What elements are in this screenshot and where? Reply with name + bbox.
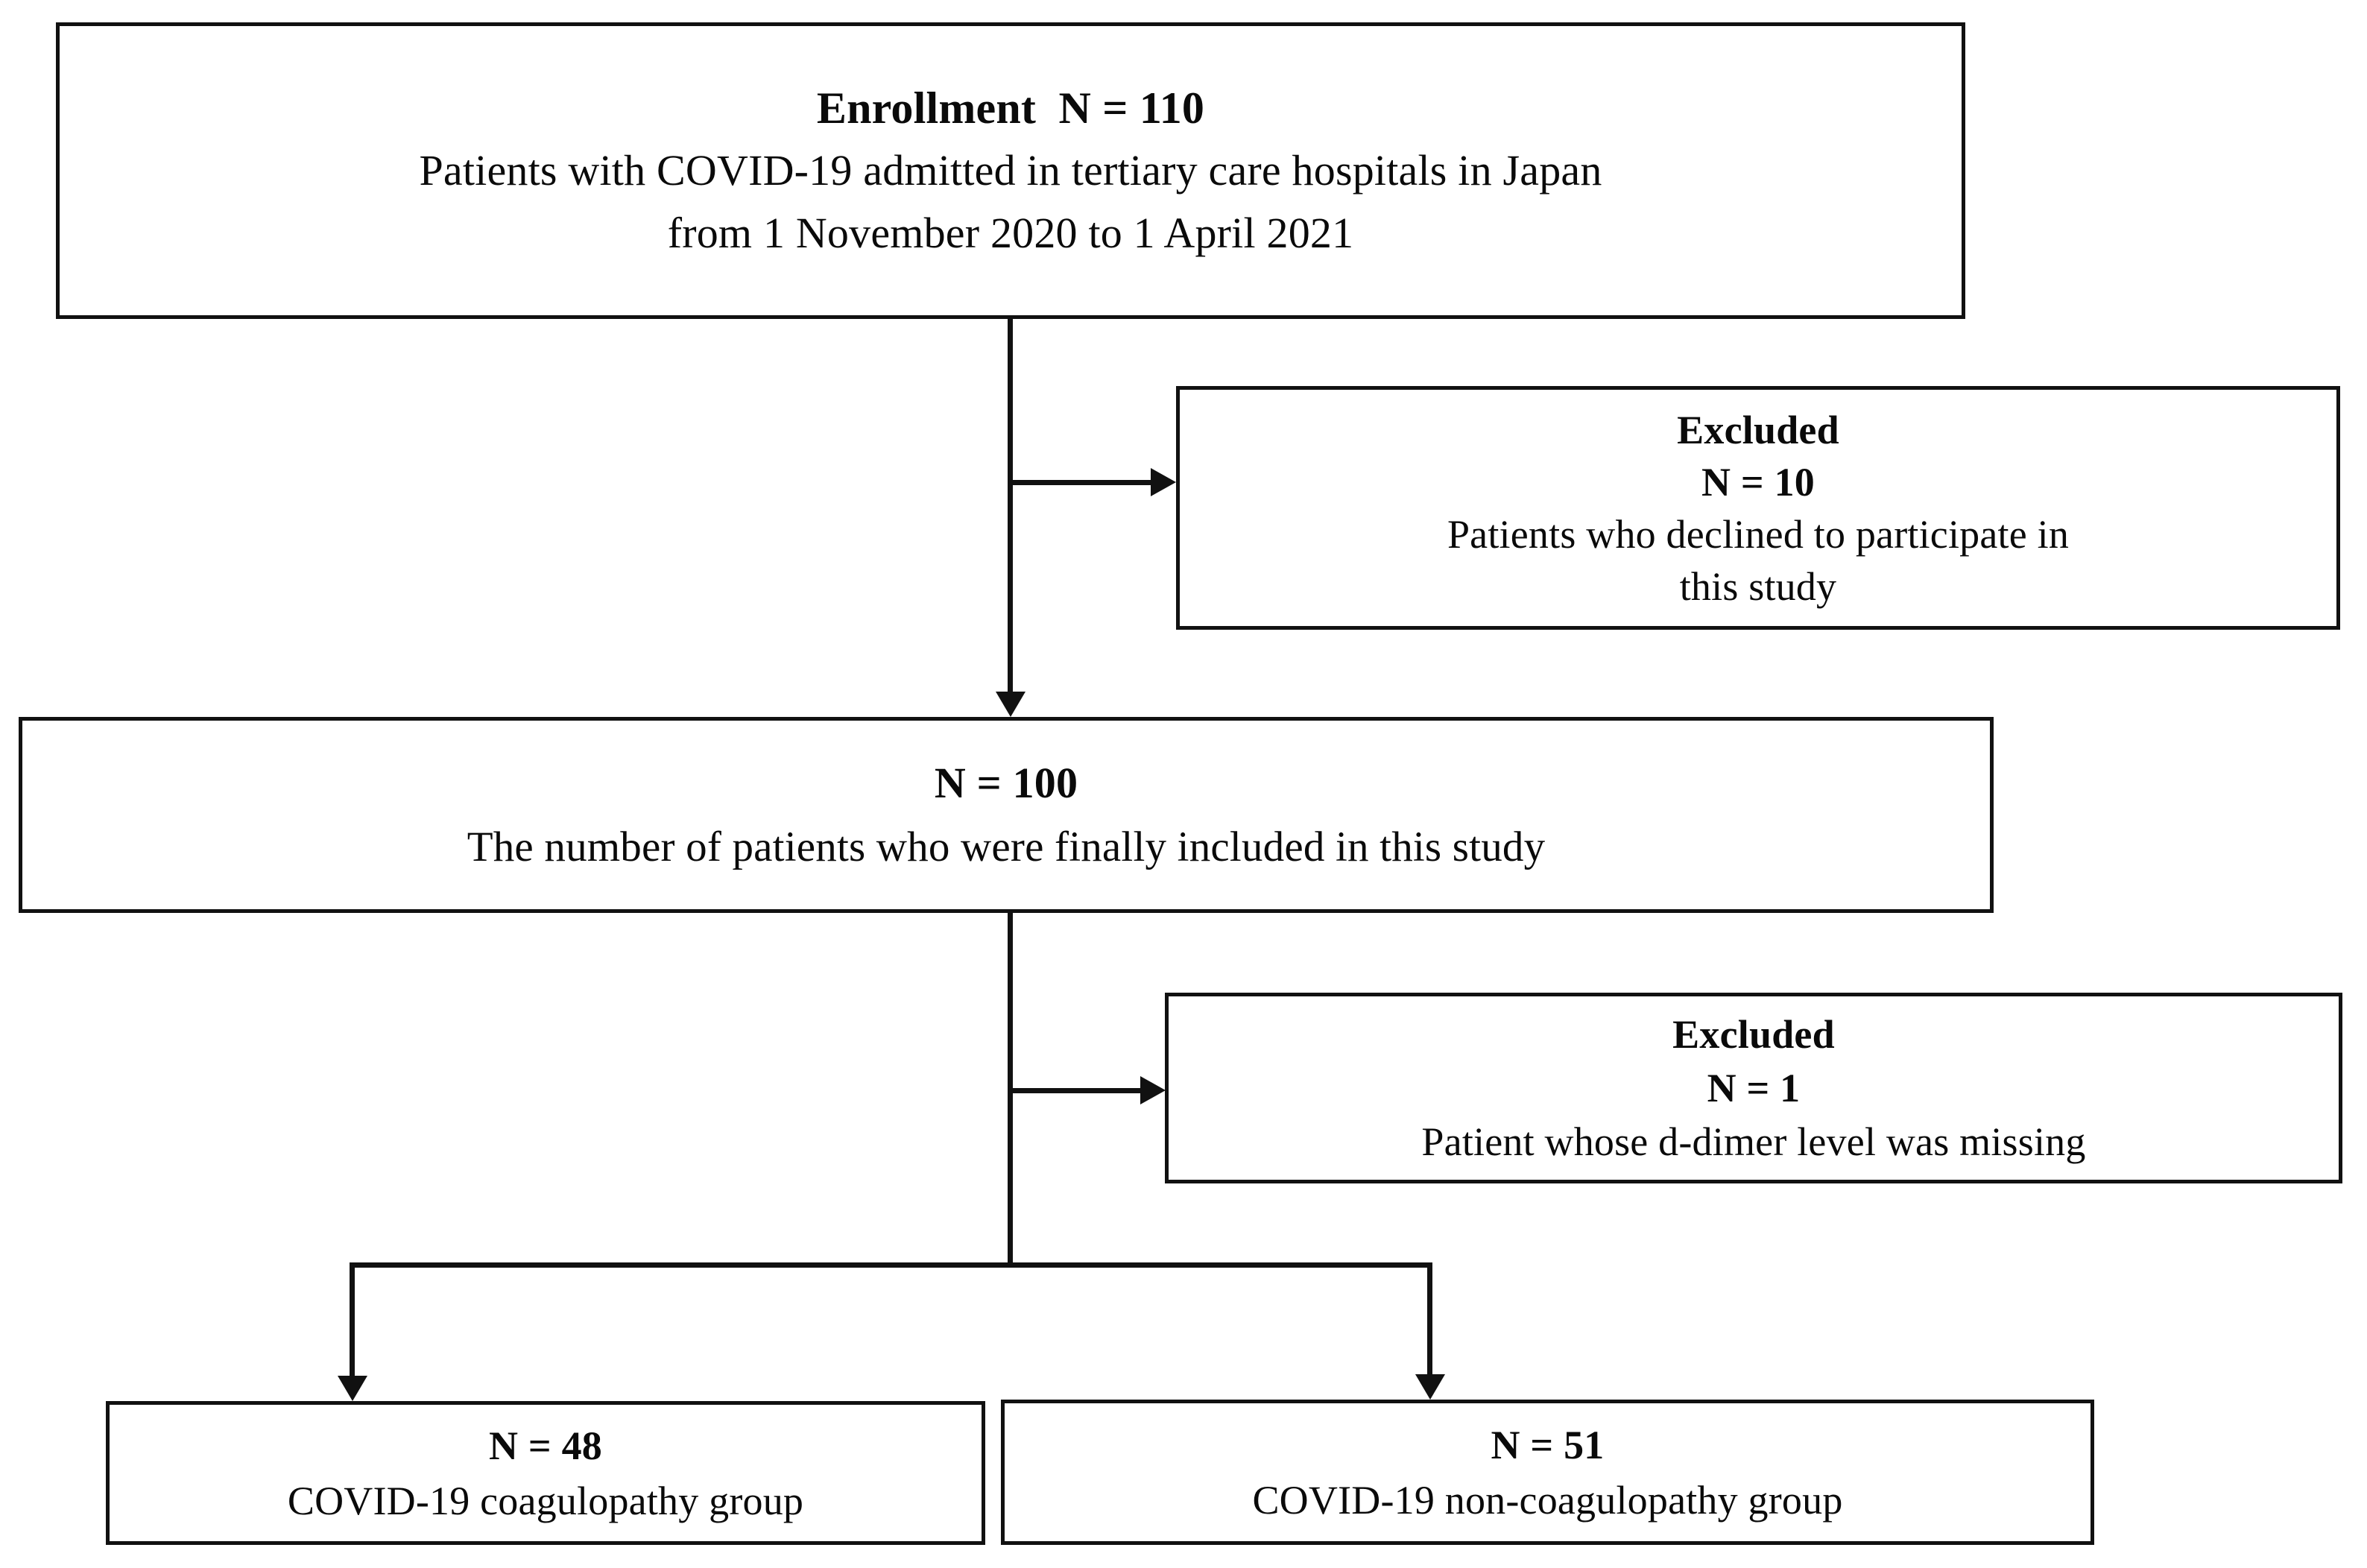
enrollment-description-2: from 1 November 2020 to 1 April 2021 (667, 209, 1354, 257)
excluded-2-count: N = 1 (1707, 1066, 1801, 1110)
enrollment-description-1: Patients with COVID-19 admitted in terti… (419, 146, 1602, 195)
non-coagulopathy-count: N = 51 (1491, 1422, 1605, 1467)
connector-enrollment-to-included (1008, 319, 1013, 692)
connector-split-to-coagulopathy (350, 1262, 355, 1376)
excluded-1-reason-1: Patients who declined to participate in (1447, 511, 2070, 557)
enrollment-box: Enrollment N = 110 Patients with COVID-1… (56, 22, 1965, 319)
connector-to-excluded-1 (1008, 480, 1151, 485)
coagulopathy-count: N = 48 (489, 1423, 602, 1468)
coagulopathy-group-box: N = 48 COVID-19 coagulopathy group (106, 1401, 985, 1545)
excluded-2-heading: Excluded (1672, 1012, 1835, 1057)
arrow-to-coagulopathy-group (338, 1376, 367, 1401)
arrow-enrollment-to-included (996, 692, 1026, 717)
connector-split-to-non-coagulopathy (1427, 1262, 1432, 1374)
coagulopathy-label: COVID-19 coagulopathy group (287, 1478, 804, 1523)
excluded-1-count: N = 10 (1701, 459, 1815, 505)
non-coagulopathy-group-box: N = 51 COVID-19 non-coagulopathy group (1001, 1400, 2094, 1545)
excluded-box-2: Excluded N = 1 Patient whose d-dimer lev… (1165, 993, 2342, 1183)
excluded-1-reason-2: this study (1679, 563, 1837, 609)
enrollment-heading: Enrollment N = 110 (816, 83, 1205, 133)
split-bar (350, 1262, 1432, 1268)
connector-to-excluded-2 (1008, 1088, 1140, 1093)
included-count: N = 100 (934, 758, 1078, 807)
non-coagulopathy-label: COVID-19 non-coagulopathy group (1252, 1477, 1843, 1523)
excluded-box-1: Excluded N = 10 Patients who declined to… (1176, 386, 2340, 630)
arrow-to-excluded-1 (1151, 468, 1176, 496)
arrow-to-non-coagulopathy-group (1415, 1374, 1445, 1400)
included-description: The number of patients who were finally … (467, 823, 1546, 870)
included-box: N = 100 The number of patients who were … (19, 717, 1994, 913)
excluded-1-heading: Excluded (1677, 407, 1839, 452)
excluded-2-reason: Patient whose d-dimer level was missing (1421, 1119, 2086, 1164)
arrow-to-excluded-2 (1140, 1076, 1166, 1104)
